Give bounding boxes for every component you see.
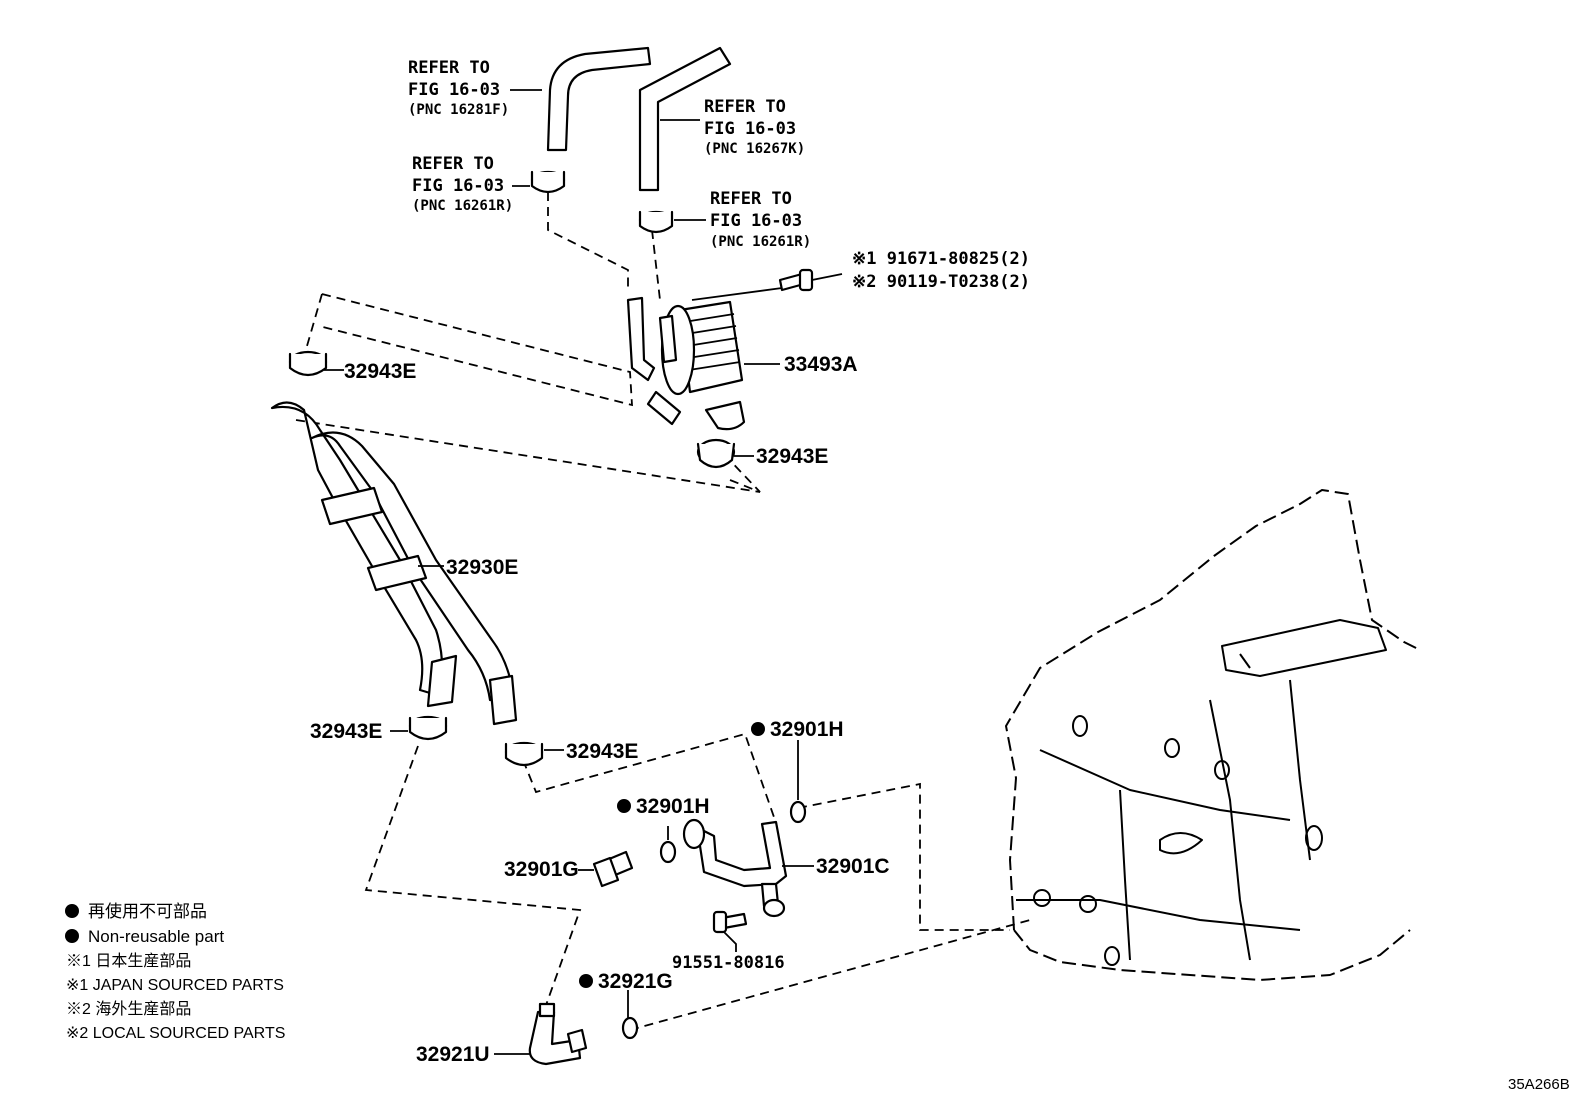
ref-line1: REFER TO: [412, 154, 494, 174]
gasket-32921g: [621, 1016, 639, 1040]
gasket-lower-label: 32901H: [636, 795, 710, 818]
non-reusable-mark: [579, 974, 593, 988]
oil-cooler-33493a: [626, 296, 746, 431]
gasket-32901h-upper: [789, 800, 807, 824]
clamp-32943e-lower-right: [504, 741, 544, 767]
bullet-icon: [65, 929, 79, 943]
clamp-32943e-upper-left: [288, 350, 328, 377]
ref-line2: FIG 16-03: [408, 80, 500, 100]
non-reusable-mark: [751, 722, 765, 736]
union-bolt-label: 32901G: [504, 858, 579, 881]
callout-ref-clamp-a: REFER TO FIG 16-03 (PNC 16261R): [412, 154, 513, 214]
callout-ref-hose-b: REFER TO FIG 16-03 (PNC 16267K): [704, 97, 805, 157]
callout-ref-clamp-b: REFER TO FIG 16-03 (PNC 16261R): [710, 189, 811, 250]
bullet-icon: [65, 904, 79, 918]
cooler-fins: [683, 313, 741, 371]
flange-bolt-label: 91551-80816: [672, 953, 785, 973]
bolt-oil-cooler: [778, 268, 814, 292]
ref-line1: REFER TO: [408, 58, 490, 78]
legend: 再使用不可部品 Non-reusable part ※1 日本生産部品 ※1 J…: [65, 901, 285, 1042]
legend-japan-en: ※1 JAPAN SOURCED PARTS: [66, 977, 284, 994]
ref-line1: REFER TO: [704, 97, 786, 117]
clamp-reference-b: [638, 210, 674, 234]
flange-bolt-91551-80816: [712, 910, 748, 934]
clamp-lower-right-label: 32943E: [566, 740, 638, 763]
union-32921u: [528, 1002, 588, 1066]
transmission-case: [1005, 489, 1421, 981]
illustration-code: 35A266B: [1508, 1076, 1570, 1093]
legend-japan-jp: ※1 日本生産部品: [66, 952, 191, 970]
guide-lines: [295, 192, 1031, 1031]
pipe-label: 32901C: [816, 855, 890, 878]
bolt-local-label: ※2 90119-T0238(2): [852, 272, 1030, 292]
ref-line2: FIG 16-03: [710, 211, 802, 231]
ref-line2: FIG 16-03: [412, 176, 504, 196]
reference-hose-right: [638, 46, 732, 192]
ref-line3: (PNC 16261R): [710, 234, 811, 250]
leader-lines: [324, 89, 843, 1055]
clamp-upper-right-label: 32943E: [756, 445, 828, 468]
clamp-upper-left-label: 32943E: [344, 360, 416, 383]
clamp-reference-a: [530, 170, 566, 194]
union-label: 32921U: [416, 1043, 490, 1066]
gasket-union-label: 32921G: [598, 970, 673, 993]
pipe-32901c: [682, 818, 788, 918]
non-reusable-mark: [617, 799, 631, 813]
callout-ref-hose-a: REFER TO FIG 16-03 (PNC 16281F): [408, 58, 509, 118]
legend-local-en: ※2 LOCAL SOURCED PARTS: [66, 1025, 285, 1042]
gasket-32901h-lower: [659, 840, 677, 864]
ref-line1: REFER TO: [710, 189, 792, 209]
oil-cooler-label: 33493A: [784, 353, 858, 376]
ref-line3: (PNC 16281F): [408, 102, 509, 118]
reference-hose-left: [546, 46, 652, 152]
ref-line3: (PNC 16267K): [704, 141, 805, 157]
clamp-32943e-upper-right: [696, 438, 736, 469]
union-bolt-32901g: [592, 850, 634, 888]
legend-non-reusable-jp: 再使用不可部品: [88, 901, 207, 921]
legend-local-jp: ※2 海外生産部品: [66, 1000, 191, 1018]
legend-non-reusable-en: Non-reusable part: [88, 927, 224, 946]
hose-assy-32930e: [270, 401, 518, 726]
ref-line3: (PNC 16261R): [412, 198, 513, 214]
hose-assy-label: 32930E: [446, 556, 518, 579]
clamp-32943e-lower-left: [408, 715, 448, 741]
gasket-upper-label: 32901H: [770, 718, 844, 741]
bolt-japan-label: ※1 91671-80825(2): [852, 249, 1030, 269]
ref-line2: FIG 16-03: [704, 119, 796, 139]
clamp-lower-left-label: 32943E: [310, 720, 382, 743]
